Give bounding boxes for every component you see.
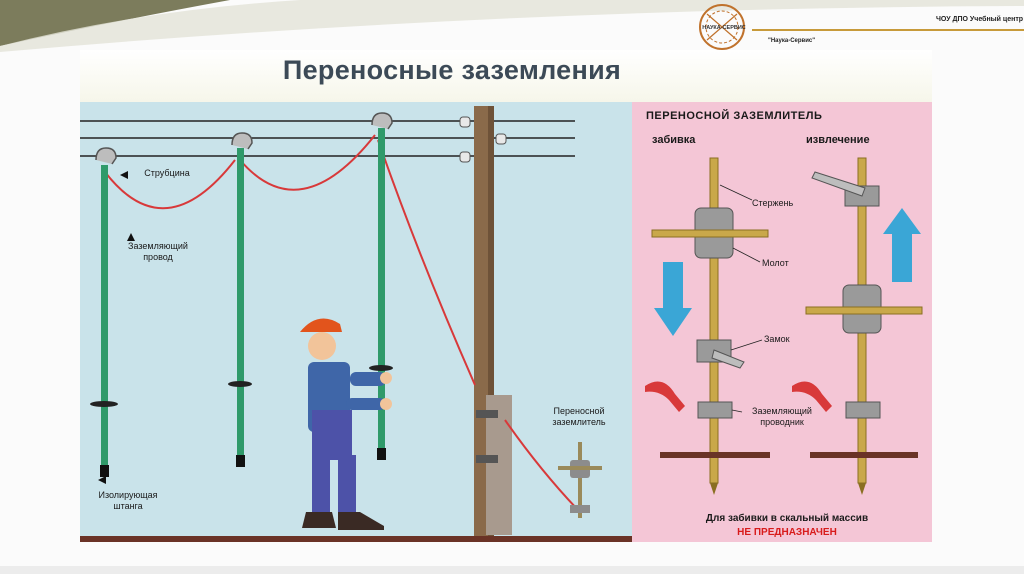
label-lock: Замок: [764, 334, 790, 344]
label-grounding-conductor: Заземляющий проводник: [752, 406, 812, 427]
grounding-wire: [104, 134, 579, 511]
label-drive: забивка: [652, 134, 696, 146]
note-rock-mass: Для забивки в скальный массив: [705, 513, 869, 524]
org-subtitle: "Наука-Сервис": [768, 38, 816, 44]
arrow-down-icon: [654, 262, 692, 336]
label-clamp: Струбцина: [144, 168, 190, 178]
insulating-rod-2: [228, 132, 253, 467]
portable-grounder-small: [558, 442, 602, 518]
ground-line: [80, 536, 632, 542]
header-gold-line: [752, 29, 1024, 31]
label-insulating-rod: Изолирующая штанга: [98, 490, 158, 511]
note-not-intended: НЕ ПРЕДНАЗНАЧЕН: [737, 527, 837, 538]
right-heading: ПЕРЕНОСНОЙ ЗАЗЕМЛИТЕЛЬ: [646, 110, 823, 122]
label-grounding-wire: Заземляющий провод: [128, 241, 188, 262]
insulating-rod-1: [90, 147, 118, 477]
insulating-rod-3: [369, 112, 393, 460]
nauka-servis-logo: [699, 4, 745, 50]
worker-figure: [300, 318, 392, 530]
page-title: Переносные заземления: [282, 55, 622, 85]
utility-pole: [459, 106, 512, 538]
org-name: ЧОУ ДПО Учебный центр: [936, 16, 1024, 23]
logo-text: НАУКА-СЕРВИС: [702, 25, 746, 31]
label-hammer: Молот: [762, 258, 789, 268]
ground-strip-left: [660, 452, 770, 458]
label-extract: извлечение: [806, 134, 870, 146]
ground-strip-right: [810, 452, 918, 458]
arrow-up-icon: [883, 208, 921, 282]
grounder-drive: [645, 157, 769, 495]
label-rod: Стержень: [752, 198, 794, 208]
title-band: [80, 50, 932, 102]
label-portable-grounder: Переносной заземлитель: [552, 406, 606, 427]
grounder-extract: [792, 157, 923, 495]
header-swoosh: [0, 0, 230, 46]
